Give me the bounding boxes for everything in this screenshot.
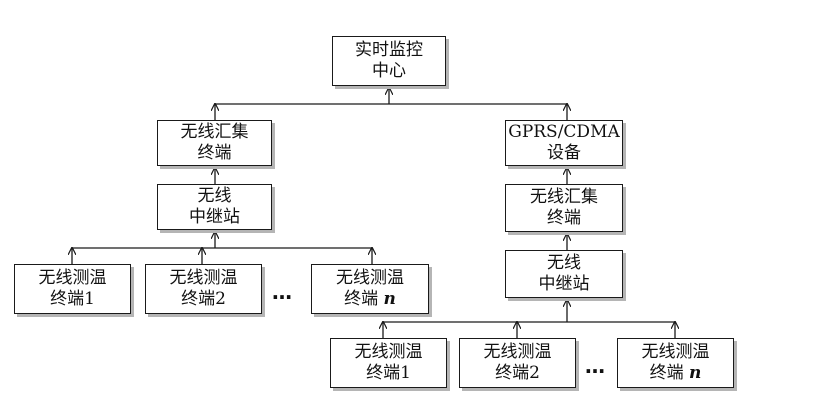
node-wireless-sink-left: 无线汇集 终端 xyxy=(157,120,272,166)
node-label-line2-text: 终端 xyxy=(649,363,684,383)
node-label-line2: 中继站 xyxy=(538,274,590,294)
node-label-line1: 无线汇集 xyxy=(180,122,249,142)
node-label-line2: 终端 xyxy=(197,143,232,163)
node-relay-right: 无线 中继站 xyxy=(505,250,623,298)
node-terminal-right-2: 无线测温 终端2 xyxy=(459,338,576,388)
node-label-line2: 终端2 xyxy=(181,289,226,309)
node-label-line1: 无线测温 xyxy=(38,268,107,288)
node-relay-left: 无线 中继站 xyxy=(157,184,272,230)
node-terminal-right-n: 无线测温 终端 n xyxy=(617,338,734,388)
node-gprs-cdma-device: GPRS/CDMA 设备 xyxy=(505,120,623,166)
ellipsis-left: … xyxy=(272,280,293,304)
node-label-line2: 终端 n xyxy=(344,289,396,310)
node-terminal-right-1: 无线测温 终端1 xyxy=(330,338,447,388)
node-label-line1: 无线测温 xyxy=(336,268,404,288)
node-monitoring-center: 实时监控 中心 xyxy=(332,36,446,86)
node-label-line1: GPRS/CDMA xyxy=(508,122,620,142)
node-label-line1: 实时监控 xyxy=(355,40,423,60)
node-label-line1: 无线测温 xyxy=(641,342,710,362)
node-terminal-left-2: 无线测温 终端2 xyxy=(145,264,262,314)
node-label-line1: 无线汇集 xyxy=(530,187,598,207)
node-label-line1: 无线测温 xyxy=(354,342,423,362)
node-label-line2: 终端 n xyxy=(650,363,702,384)
node-label-suffix: n xyxy=(689,363,702,383)
node-label-suffix: n xyxy=(383,289,396,309)
node-label-line2: 终端2 xyxy=(495,363,540,383)
node-label-line1: 无线测温 xyxy=(169,268,238,288)
node-terminal-left-n: 无线测温 终端 n xyxy=(311,264,429,314)
node-label-line1: 无线测温 xyxy=(483,342,552,362)
node-wireless-sink-right: 无线汇集 终端 xyxy=(505,184,623,232)
node-terminal-left-1: 无线测温 终端1 xyxy=(14,264,131,314)
node-label-line2: 终端1 xyxy=(50,289,95,309)
ellipsis-right: … xyxy=(585,354,606,378)
node-label-line2: 中心 xyxy=(372,61,406,81)
node-label-line1: 无线 xyxy=(547,253,581,273)
node-label-line1: 无线 xyxy=(197,186,232,206)
node-label-line2: 终端 xyxy=(547,208,581,228)
node-label-line2-text: 终端 xyxy=(344,289,379,309)
node-label-line2: 中继站 xyxy=(189,207,240,227)
node-label-line2: 终端1 xyxy=(366,363,411,383)
node-label-line2: 设备 xyxy=(547,143,581,163)
connector-lines xyxy=(72,88,675,338)
